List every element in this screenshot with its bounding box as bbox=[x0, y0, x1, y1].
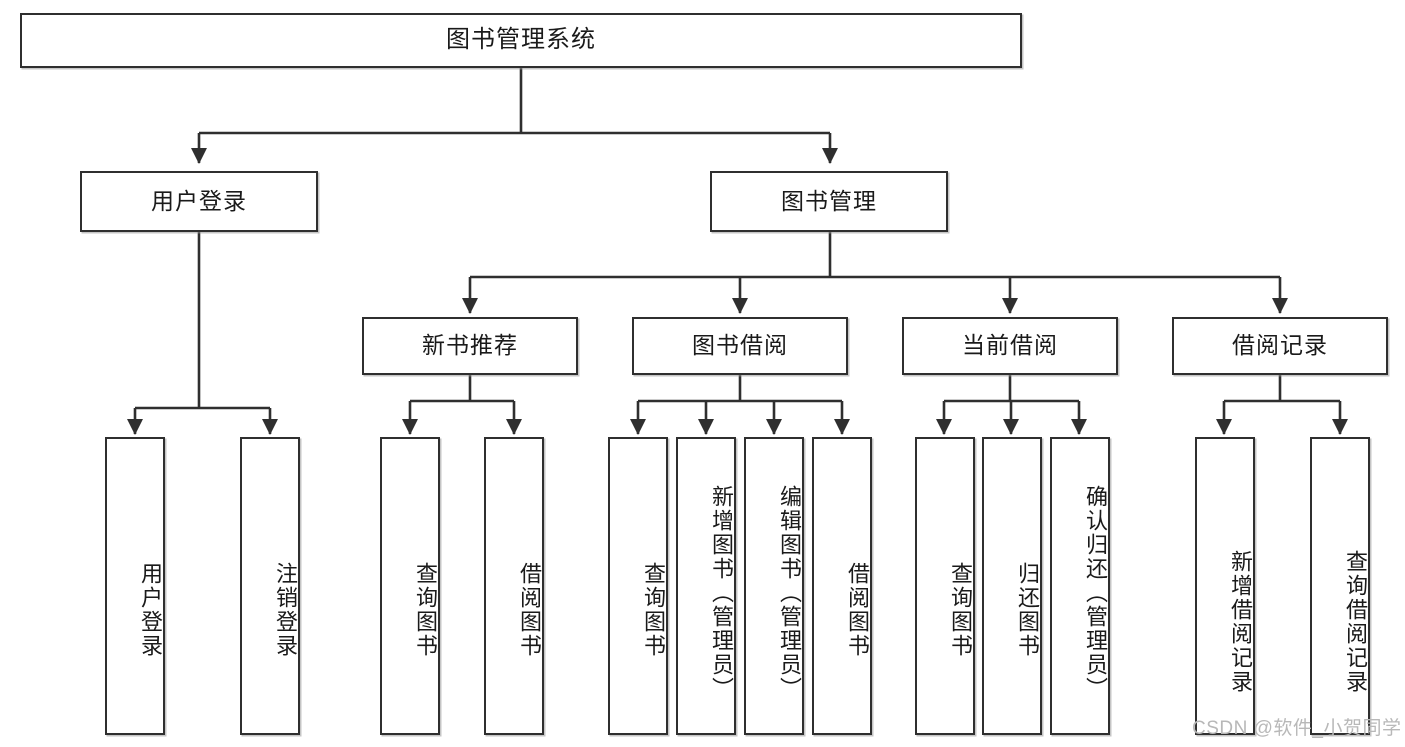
watermark-text: CSDN @软件_小贺同学 bbox=[1192, 718, 1402, 739]
leaf-edit-book[interactable]: 编辑图书（管理员） bbox=[744, 437, 804, 735]
leaf-borrow-book-1[interactable]: 借阅图书 bbox=[484, 437, 544, 735]
node-label: 借阅图书 bbox=[517, 562, 542, 658]
node-label: 查询图书 bbox=[641, 562, 666, 658]
node-label: 注销登录 bbox=[273, 562, 298, 658]
leaf-query-book-3[interactable]: 查询图书 bbox=[915, 437, 975, 735]
node-book-borrow[interactable]: 图书借阅 bbox=[632, 317, 848, 375]
node-current-borrow[interactable]: 当前借阅 bbox=[902, 317, 1118, 375]
node-book-management[interactable]: 图书管理 bbox=[710, 171, 948, 232]
node-label: 编辑图书（管理员） bbox=[777, 485, 802, 701]
node-label: 用户登录 bbox=[151, 187, 247, 214]
node-new-book-recommend[interactable]: 新书推荐 bbox=[362, 317, 578, 375]
node-label: 新书推荐 bbox=[422, 332, 518, 359]
node-borrow-record[interactable]: 借阅记录 bbox=[1172, 317, 1388, 375]
leaf-borrow-book-2[interactable]: 借阅图书 bbox=[812, 437, 872, 735]
node-label: 新增借阅记录 bbox=[1228, 550, 1253, 694]
leaf-query-book-2[interactable]: 查询图书 bbox=[608, 437, 668, 735]
node-root-book-management-system[interactable]: 图书管理系统 bbox=[20, 13, 1022, 68]
node-label: 查询图书 bbox=[413, 562, 438, 658]
node-user-login[interactable]: 用户登录 bbox=[80, 171, 318, 232]
node-label: 图书管理系统 bbox=[446, 26, 596, 54]
node-label: 图书借阅 bbox=[692, 332, 788, 359]
leaf-confirm-return[interactable]: 确认归还（管理员） bbox=[1050, 437, 1110, 735]
node-label: 查询图书 bbox=[948, 562, 973, 658]
leaf-user-login[interactable]: 用户登录 bbox=[105, 437, 165, 735]
node-label: 借阅记录 bbox=[1232, 332, 1328, 359]
node-label: 确认归还（管理员） bbox=[1083, 485, 1108, 701]
node-label: 新增图书（管理员） bbox=[709, 485, 734, 701]
node-label: 借阅图书 bbox=[845, 562, 870, 658]
leaf-query-book-1[interactable]: 查询图书 bbox=[380, 437, 440, 735]
node-label: 当前借阅 bbox=[962, 332, 1058, 359]
watermark-csdn: CSDN @软件_小贺同学 bbox=[1192, 713, 1401, 740]
node-label: 归还图书 bbox=[1015, 562, 1040, 658]
node-label: 用户登录 bbox=[138, 562, 163, 658]
node-label: 查询借阅记录 bbox=[1343, 550, 1368, 694]
node-label: 图书管理 bbox=[781, 187, 877, 214]
leaf-return-book[interactable]: 归还图书 bbox=[982, 437, 1042, 735]
leaf-query-record[interactable]: 查询借阅记录 bbox=[1310, 437, 1370, 735]
leaf-add-record[interactable]: 新增借阅记录 bbox=[1195, 437, 1255, 735]
leaf-add-book[interactable]: 新增图书（管理员） bbox=[676, 437, 736, 735]
leaf-logout[interactable]: 注销登录 bbox=[240, 437, 300, 735]
